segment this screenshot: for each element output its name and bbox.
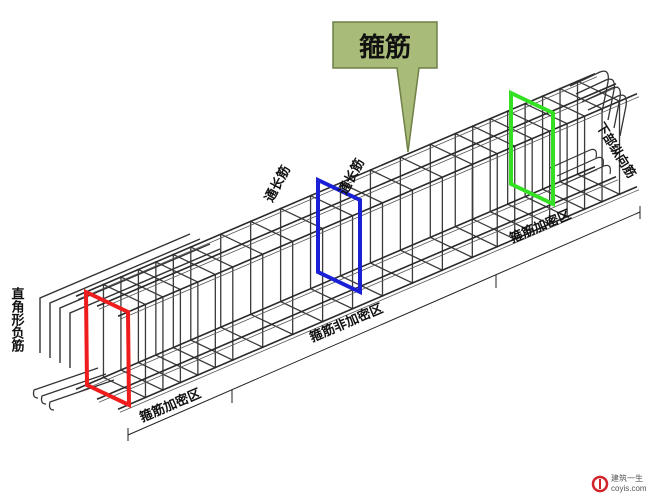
- longitudinal-bar: [75, 165, 596, 391]
- end-hook-bar: [581, 86, 621, 129]
- bottom-end-bar: [556, 156, 604, 177]
- rebar-cage: [32, 70, 640, 413]
- end-hook-bar: [569, 70, 609, 113]
- bottom-end-bar: [563, 164, 611, 185]
- label-stirrup-dense-zone-left: 箍筋加密区: [137, 386, 203, 426]
- callout-bubble: [332, 21, 438, 153]
- watermark-line2: coyis.com: [611, 484, 647, 493]
- label-bottom-longitudinal-bar: 下部纵向筋: [593, 120, 639, 181]
- highlight-stirrup-middle: [316, 176, 362, 296]
- longitudinal-bar-edge: [119, 96, 640, 320]
- watermark-line1: 建筑一生: [611, 473, 643, 483]
- watermark: 建筑一生 coyis.com: [591, 473, 647, 493]
- negative-bar: [39, 233, 191, 353]
- label-right-angle-negative-bar: 直角形负筋: [9, 286, 26, 353]
- highlight-stirrup-left: [83, 288, 132, 409]
- hook-bar: [48, 379, 115, 411]
- highlight-stirrup-right: [509, 89, 555, 208]
- end-hook-bar: [575, 78, 615, 121]
- label-through-bar-left: 通长筋: [261, 163, 293, 205]
- longitudinal-bar: [96, 175, 617, 401]
- longitudinal-bar: [96, 82, 617, 308]
- bottom-end-bar: [549, 148, 597, 169]
- longitudinal-bar-edge: [119, 189, 640, 413]
- callout-text: 箍筋: [359, 32, 411, 63]
- watermark-logo-icon: [591, 475, 609, 493]
- longitudinal-bar: [75, 72, 596, 298]
- negative-bar: [59, 243, 211, 363]
- negative-bar: [69, 248, 221, 368]
- hook-bar: [32, 367, 99, 399]
- dimension-lines: [127, 206, 641, 441]
- longitudinal-bar: [117, 185, 638, 411]
- longitudinal-bar: [117, 92, 638, 318]
- label-stirrup-dense-zone-right: 箍筋加密区: [507, 207, 573, 247]
- end-hook-bar: [587, 94, 627, 137]
- negative-bar: [49, 238, 201, 358]
- hook-bar: [40, 373, 107, 405]
